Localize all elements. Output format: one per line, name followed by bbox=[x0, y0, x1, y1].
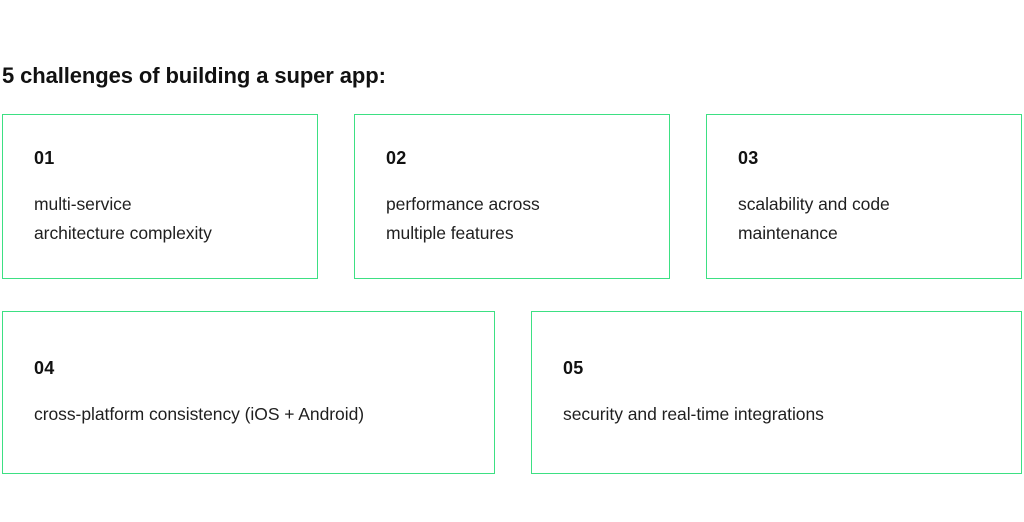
page-title: 5 challenges of building a super app: bbox=[2, 62, 386, 88]
challenge-card-01-content: 01 multi-service architecture complexity bbox=[34, 147, 299, 248]
challenge-card-05-text: security and real-time integrations bbox=[563, 404, 824, 424]
challenge-card-05[interactable]: 05 security and real-time integrations bbox=[531, 311, 1022, 474]
challenge-card-02[interactable]: 02 performance across multiple features bbox=[354, 114, 670, 279]
challenge-card-03-text: scalability and code maintenance bbox=[738, 194, 890, 243]
challenge-card-03-number: 03 bbox=[738, 148, 759, 168]
challenge-card-01-text: multi-service architecture complexity bbox=[34, 194, 212, 243]
challenge-card-05-number: 05 bbox=[563, 358, 584, 378]
challenge-card-04-number: 04 bbox=[34, 358, 55, 378]
challenge-card-04-content: 04 cross-platform consistency (iOS + And… bbox=[34, 357, 476, 429]
challenge-card-05-content: 05 security and real-time integrations bbox=[563, 357, 1003, 429]
challenge-card-02-content: 02 performance across multiple features bbox=[386, 147, 651, 248]
challenge-card-04[interactable]: 04 cross-platform consistency (iOS + And… bbox=[2, 311, 495, 474]
challenge-card-02-number: 02 bbox=[386, 148, 407, 168]
challenge-card-01[interactable]: 01 multi-service architecture complexity bbox=[2, 114, 318, 279]
challenge-card-01-number: 01 bbox=[34, 148, 55, 168]
challenge-card-04-text: cross-platform consistency (iOS + Androi… bbox=[34, 404, 365, 424]
challenge-card-02-text: performance across multiple features bbox=[386, 194, 540, 243]
challenge-card-03[interactable]: 03 scalability and code maintenance bbox=[706, 114, 1022, 279]
challenge-card-03-content: 03 scalability and code maintenance bbox=[738, 147, 1003, 248]
